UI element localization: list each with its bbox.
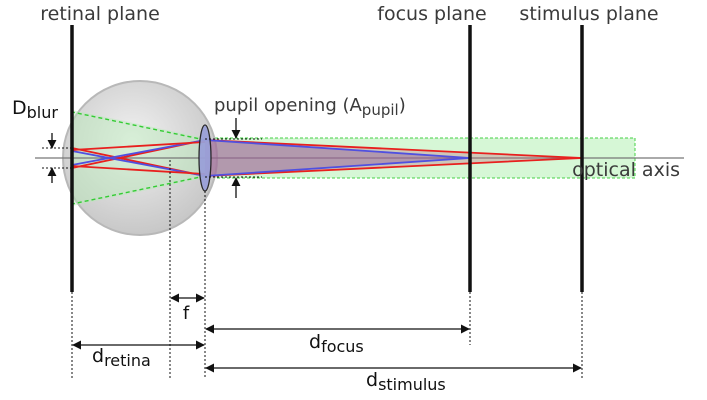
d-stimulus-sub: stimulus <box>378 375 446 394</box>
d-focus-main: d <box>309 331 321 353</box>
d-blur-label: Dblur <box>12 97 58 122</box>
red-ray-bottom-back <box>71 165 206 175</box>
focus-cone <box>205 140 470 176</box>
eye-cone-edge-top <box>71 111 206 141</box>
d-blur-sub: blur <box>27 103 59 122</box>
pupil-label-close: ) <box>399 95 406 116</box>
pupil-label-main: pupil opening (A <box>214 95 362 116</box>
stimulus-cone <box>205 140 582 176</box>
red-ray-top-back <box>71 141 206 151</box>
f-label: f <box>183 303 190 324</box>
d-blur-main: D <box>12 97 27 119</box>
optical-axis-label: optical axis <box>572 159 680 181</box>
d-stimulus-main: d <box>366 369 378 391</box>
d-retina-sub: retina <box>104 351 151 370</box>
stimulus-plane-label: stimulus plane <box>519 3 658 25</box>
eye-cone-edge-bottom <box>71 175 206 205</box>
pupil-opening-label: pupil opening (Apupil) <box>214 95 406 119</box>
d-retina-main: d <box>92 345 104 367</box>
d-focus-sub: focus <box>321 337 364 356</box>
retinal-plane-label: retinal plane <box>40 3 160 25</box>
d-stimulus-label: dstimulus <box>366 369 446 394</box>
pupil-label-sub: pupil <box>362 101 399 119</box>
lens <box>198 124 212 192</box>
focus-plane-label: focus plane <box>377 3 486 25</box>
d-retina-label: dretina <box>92 345 151 370</box>
d-focus-label: dfocus <box>309 331 364 356</box>
